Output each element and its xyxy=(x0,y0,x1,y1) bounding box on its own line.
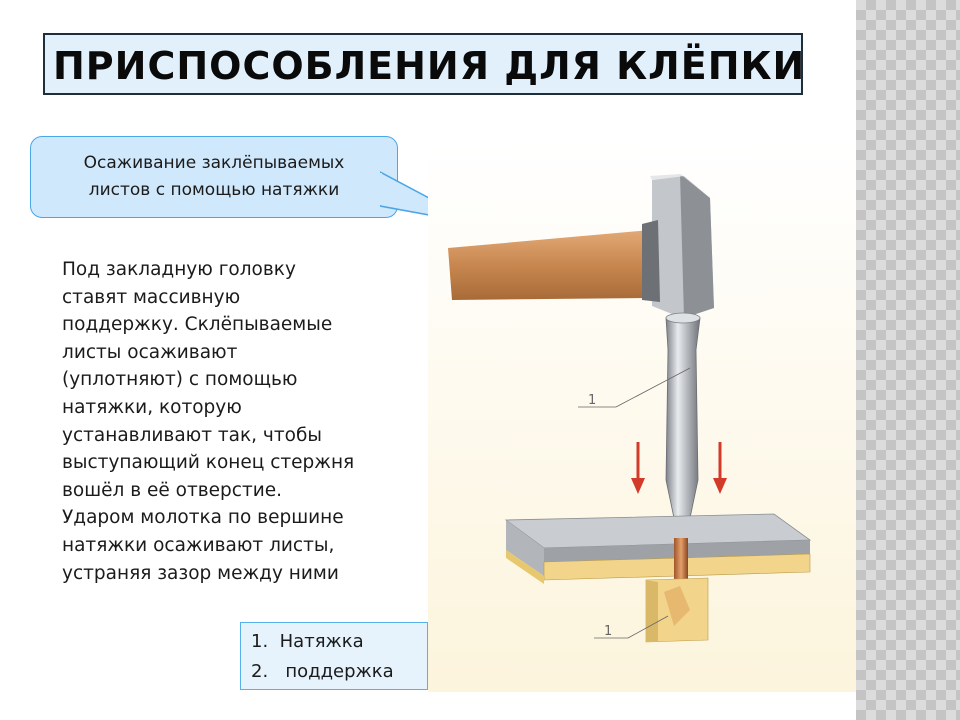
riveting-illustration: 1 1 xyxy=(428,140,856,692)
text-line: поддержку. Склёпываемые xyxy=(62,314,333,336)
support-block xyxy=(645,577,709,643)
rivet xyxy=(674,538,688,580)
support-label: 1 xyxy=(604,624,612,639)
legend-label: поддержка xyxy=(279,661,394,682)
text-line: натяжки, которую xyxy=(62,396,242,418)
arrow-right xyxy=(713,442,727,494)
legend-box: 1. Натяжка 2. поддержка xyxy=(240,622,428,690)
legend-item-1: 1. Натяжка xyxy=(251,631,364,652)
text-line: вошёл в её отверстие. xyxy=(62,479,283,501)
legend-num: 1. xyxy=(251,631,269,652)
text-line: натяжки осаживают листы, xyxy=(62,534,335,556)
callout-line-1: Осаживание заклёпываемых xyxy=(83,153,345,173)
side-pattern xyxy=(856,0,960,720)
text-line: ставят массивную xyxy=(62,286,241,308)
text-line: устанавливают так, чтобы xyxy=(62,424,322,446)
page-title: ПРИСПОСОБЛЕНИЯ ДЛЯ КЛЁПКИ xyxy=(53,44,806,88)
text-line: (уплотняют) с помощью xyxy=(62,369,298,391)
callout-line-2: листов с помощью натяжки xyxy=(88,180,340,200)
text-line: Под закладную головку xyxy=(62,259,296,280)
illustration-background xyxy=(428,140,856,692)
hammer-head xyxy=(642,174,714,318)
legend-num: 2. xyxy=(251,661,269,682)
description-text: Под закладную головку ставят массивную п… xyxy=(62,256,402,587)
support-label-leader xyxy=(594,615,669,639)
legend-item-2: 2. поддержка xyxy=(251,661,394,682)
riveted-plates xyxy=(504,513,812,584)
callout-box: Осаживание заклёпываемых листов с помощь… xyxy=(30,136,398,218)
text-line: выступающий конец стержня xyxy=(62,452,355,474)
legend-label: Натяжка xyxy=(279,631,364,652)
text-line: листы осаживают xyxy=(62,341,238,363)
text-line: устраняя зазор между ними xyxy=(62,562,339,584)
tool-label: 1 xyxy=(588,393,596,408)
tool-label-leader xyxy=(578,367,691,408)
text-line: Ударом молотка по вершине xyxy=(62,507,344,529)
arrow-left xyxy=(631,442,645,494)
title-box: ПРИСПОСОБЛЕНИЯ ДЛЯ КЛЁПКИ xyxy=(43,33,806,95)
hammer-handle xyxy=(448,230,650,300)
